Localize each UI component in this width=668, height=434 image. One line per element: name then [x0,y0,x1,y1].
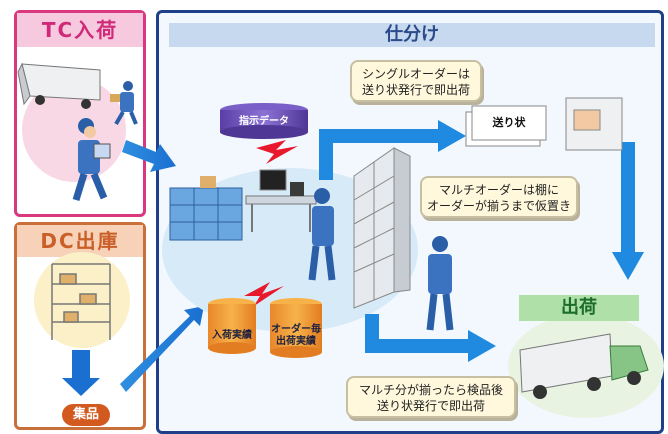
collect-badge: 集品 [62,404,110,426]
tc-worker-large-icon [72,118,111,202]
to-single-arrow [319,129,440,180]
multi-order-callout: マルチオーダーは棚に オーダーが揃うまで仮置き [420,176,578,218]
order-results-line-2: 出荷実績 [276,336,316,347]
sorting-rack-icon [353,147,411,309]
label-printer-icon [565,97,623,151]
multi-order-worker-icon [426,236,454,331]
sorting-worker-icon [308,188,336,281]
shipping-slips-icon [465,105,547,147]
instruction-data-label: 指示データ [239,116,289,127]
dc-shelf-icon [51,263,111,340]
multi-complete-line-1: マルチ分が揃ったら検品後 [358,383,503,397]
receipt-results-database-icon [208,298,256,354]
single-order-line-1: シングルオーダーは [361,67,470,81]
multi-complete-line-2: 送り状発行で即出荷 [376,399,485,413]
tc-truck-icon [17,62,101,109]
multi-complete-callout: マルチ分が揃ったら検品後 送り状発行で即出荷 [346,376,516,418]
tc-worker-small-icon [110,81,138,126]
multi-order-line-2: オーダーが揃うまで仮置き [426,199,571,213]
inventory-boxes-icon [169,176,243,241]
instruction-database-icon [220,103,308,139]
dc-down-arrow [62,350,100,396]
workstation-icon [245,169,317,232]
ship-label: 出荷 [519,295,639,321]
to-multi-ship-arrow [365,314,470,353]
ship-truck-icon [519,333,649,399]
single-order-line-2: 送り状発行で即出荷 [361,83,470,97]
order-results-label: オーダー毎 出荷実績 [268,324,324,348]
tc-to-sorting-arrow [122,140,176,172]
dc-to-sorting-arrow [120,306,204,392]
single-order-callout: シングルオーダーは 送り状発行で即出荷 [350,60,482,102]
order-results-database-icon [270,298,322,358]
multi-order-line-1: マルチオーダーは棚に [438,183,559,197]
signal-bolt-icon-2 [244,282,284,306]
receipt-results-label: 入荷実績 [212,330,252,341]
shipping-slip-label: 送り状 [492,116,526,129]
dc-shipping-title: DC出庫 [17,225,143,257]
tc-receiving-title: TC入荷 [17,13,143,47]
signal-bolt-icon [256,140,298,164]
order-results-line-1: オーダー毎 [271,324,321,335]
sorting-title: 仕分け [169,23,655,47]
